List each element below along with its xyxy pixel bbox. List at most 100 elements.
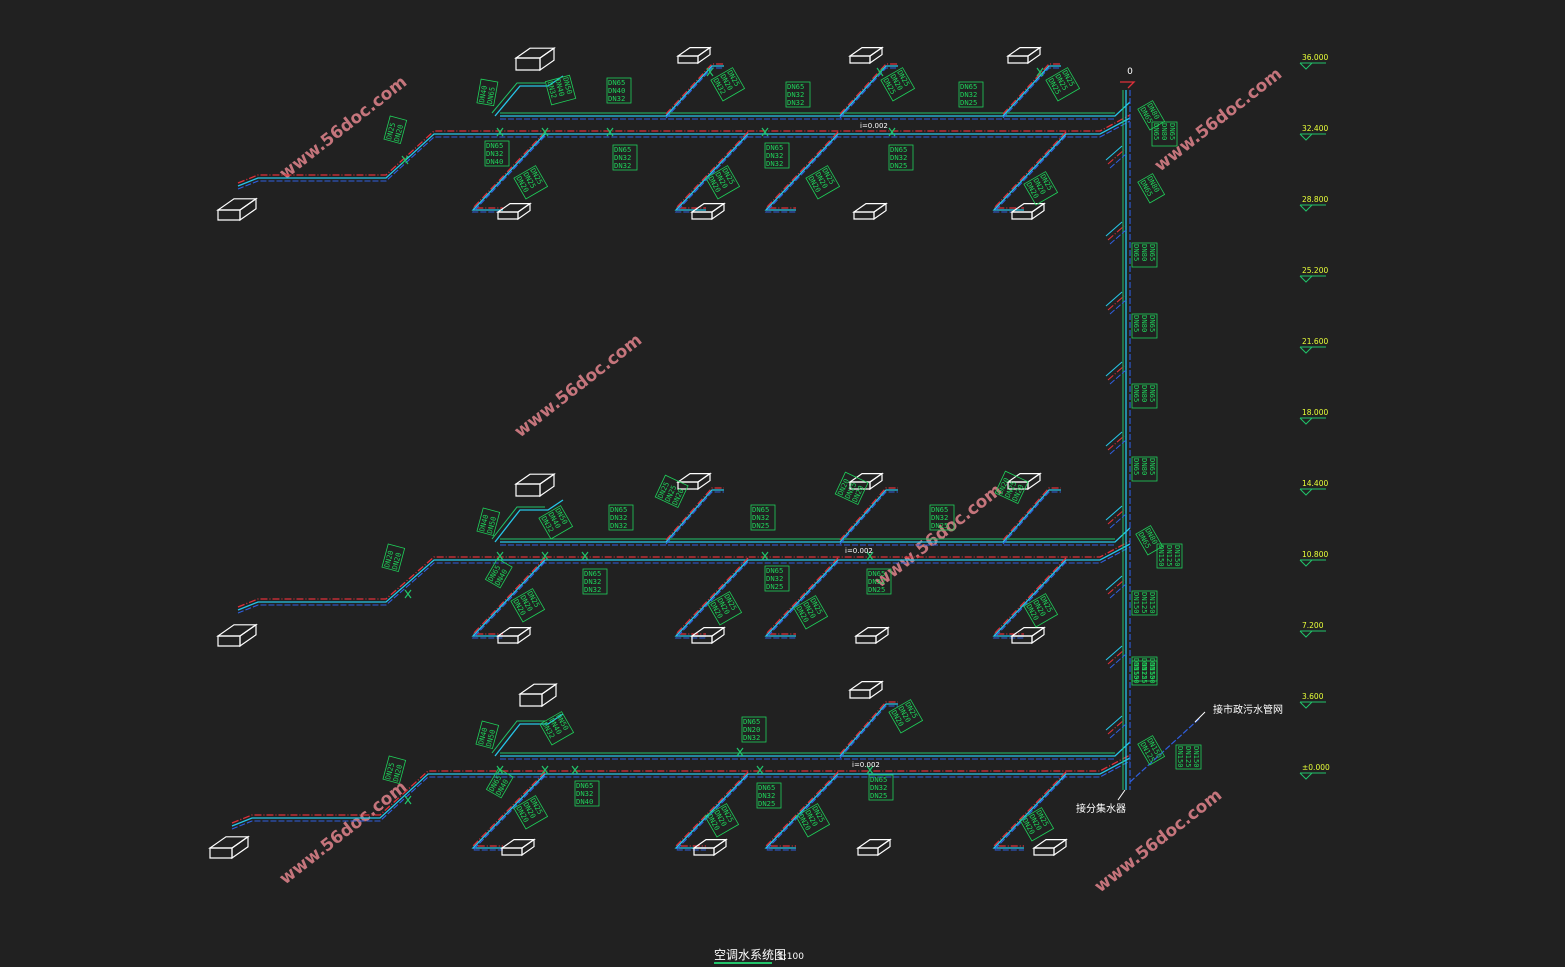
pipe-size-text: DN32 <box>584 577 601 586</box>
fan-coil-unit <box>496 202 532 221</box>
valve-symbol <box>571 765 579 775</box>
upper-branch-return <box>665 489 724 543</box>
fan-coil-unit <box>848 680 884 700</box>
lower-branch-return <box>764 559 839 637</box>
elevation-mark: 18.000 <box>1299 408 1328 425</box>
pipe-size-text: DN32 <box>576 789 593 798</box>
pipe-size-text: DN40 <box>553 78 566 97</box>
fan-coil-unit <box>208 835 250 860</box>
label-frame <box>612 144 638 171</box>
riser-tap <box>1105 575 1123 591</box>
main-pipe-lower-return <box>237 117 1131 187</box>
valve-symbol <box>404 589 412 599</box>
upper-branch <box>839 487 898 541</box>
fan-coil-unit <box>1010 626 1046 645</box>
main-pipe-upper <box>500 527 1131 543</box>
label-frame <box>705 165 741 200</box>
label-frame <box>574 780 600 807</box>
pipe-size-text: DN32 <box>870 783 887 792</box>
pipe-size-text: DN150 <box>1148 662 1157 684</box>
fan-coil-unit <box>1032 838 1068 857</box>
pipe-size-text: DN65 <box>1148 385 1157 402</box>
label-frame <box>510 588 546 623</box>
valve-symbol <box>541 765 549 775</box>
elevation-text: 18.000 <box>1302 408 1328 417</box>
fan-coil-unit <box>1006 46 1042 65</box>
label-frame <box>654 474 689 509</box>
riser-tap-supply <box>1107 295 1125 311</box>
elevation-symbol <box>1299 630 1326 638</box>
label-frame <box>1131 383 1158 409</box>
pipe-size-text: DN32 <box>610 513 627 522</box>
lower-branch-condensate <box>764 135 839 213</box>
top-unit-branch-green <box>491 506 545 540</box>
label-frame <box>1045 67 1081 102</box>
valve-symbol <box>401 155 409 165</box>
upper-branch-return <box>1002 489 1061 543</box>
label-frame <box>793 595 829 630</box>
elevation-mark: ±0.000 <box>1299 763 1330 780</box>
label-frame <box>476 78 499 107</box>
main-pipe-lower <box>237 540 1131 608</box>
riser-tap <box>1105 291 1123 307</box>
pipe-size-text: DN65 <box>1132 244 1141 261</box>
label-frame <box>1137 100 1166 131</box>
pipe-size-text: DN65 <box>1148 458 1157 475</box>
pipe-size-text: DN65 <box>766 566 783 575</box>
top-unit-branch-green <box>491 82 545 114</box>
pipe-size-text: DN125 <box>1140 658 1149 680</box>
elevation-symbol <box>1299 559 1326 567</box>
label-frame <box>582 568 608 595</box>
top-marker-text: 0 <box>1127 67 1133 77</box>
elevation-mark: 32.400 <box>1299 124 1328 141</box>
label-frame <box>805 165 841 200</box>
lower-branch-condensate <box>992 775 1067 851</box>
pipe-size-text: DN65 <box>766 143 783 152</box>
main-pipe-lower-return <box>231 757 1131 827</box>
label-frame <box>1151 121 1178 147</box>
label-frame <box>1019 807 1055 842</box>
elevation-text: 3.600 <box>1302 692 1324 701</box>
elevation-symbol <box>1299 701 1326 709</box>
top-unit-branch <box>494 499 564 543</box>
lower-branch <box>471 771 546 847</box>
upper-branch-condensate <box>839 491 898 545</box>
upper-branch <box>665 63 724 115</box>
pipe-size-text: DN65 <box>485 86 497 105</box>
valve-symbol <box>404 795 412 805</box>
slope-note: i=0.002 <box>860 122 888 130</box>
label-frame <box>1131 456 1158 482</box>
valve-symbol <box>496 127 504 137</box>
elevation-mark: 28.800 <box>1299 195 1328 212</box>
label-frame <box>785 81 811 108</box>
label-frame <box>868 774 894 801</box>
label-frame <box>710 67 746 102</box>
valve-symbol <box>496 765 504 775</box>
upper-branch-return <box>839 65 898 117</box>
label-frame <box>707 591 743 626</box>
lower-branch <box>764 771 839 847</box>
drawing-scale: 1:100 <box>778 952 804 962</box>
pipe-size-text: DN125 <box>1140 662 1149 684</box>
riser-tap <box>1105 145 1123 161</box>
elevation-text: 21.600 <box>1302 337 1328 346</box>
pipe-size-text: DN32 <box>610 521 627 530</box>
pipe-size-text: DN40 <box>477 85 489 104</box>
riser-tap-condensate <box>1109 153 1127 169</box>
pipe-size-text: DN32 <box>787 98 804 107</box>
pipe-size-text: DN50 <box>484 729 497 748</box>
pipe-size-text: DN32 <box>743 733 760 742</box>
pipe-size-text: DN150 <box>1132 592 1141 614</box>
fan-coil-unit <box>852 202 888 221</box>
pipe-size-text: DN32 <box>608 94 625 103</box>
pipe-size-text: DN65 <box>576 781 593 790</box>
label-frame <box>880 67 916 102</box>
